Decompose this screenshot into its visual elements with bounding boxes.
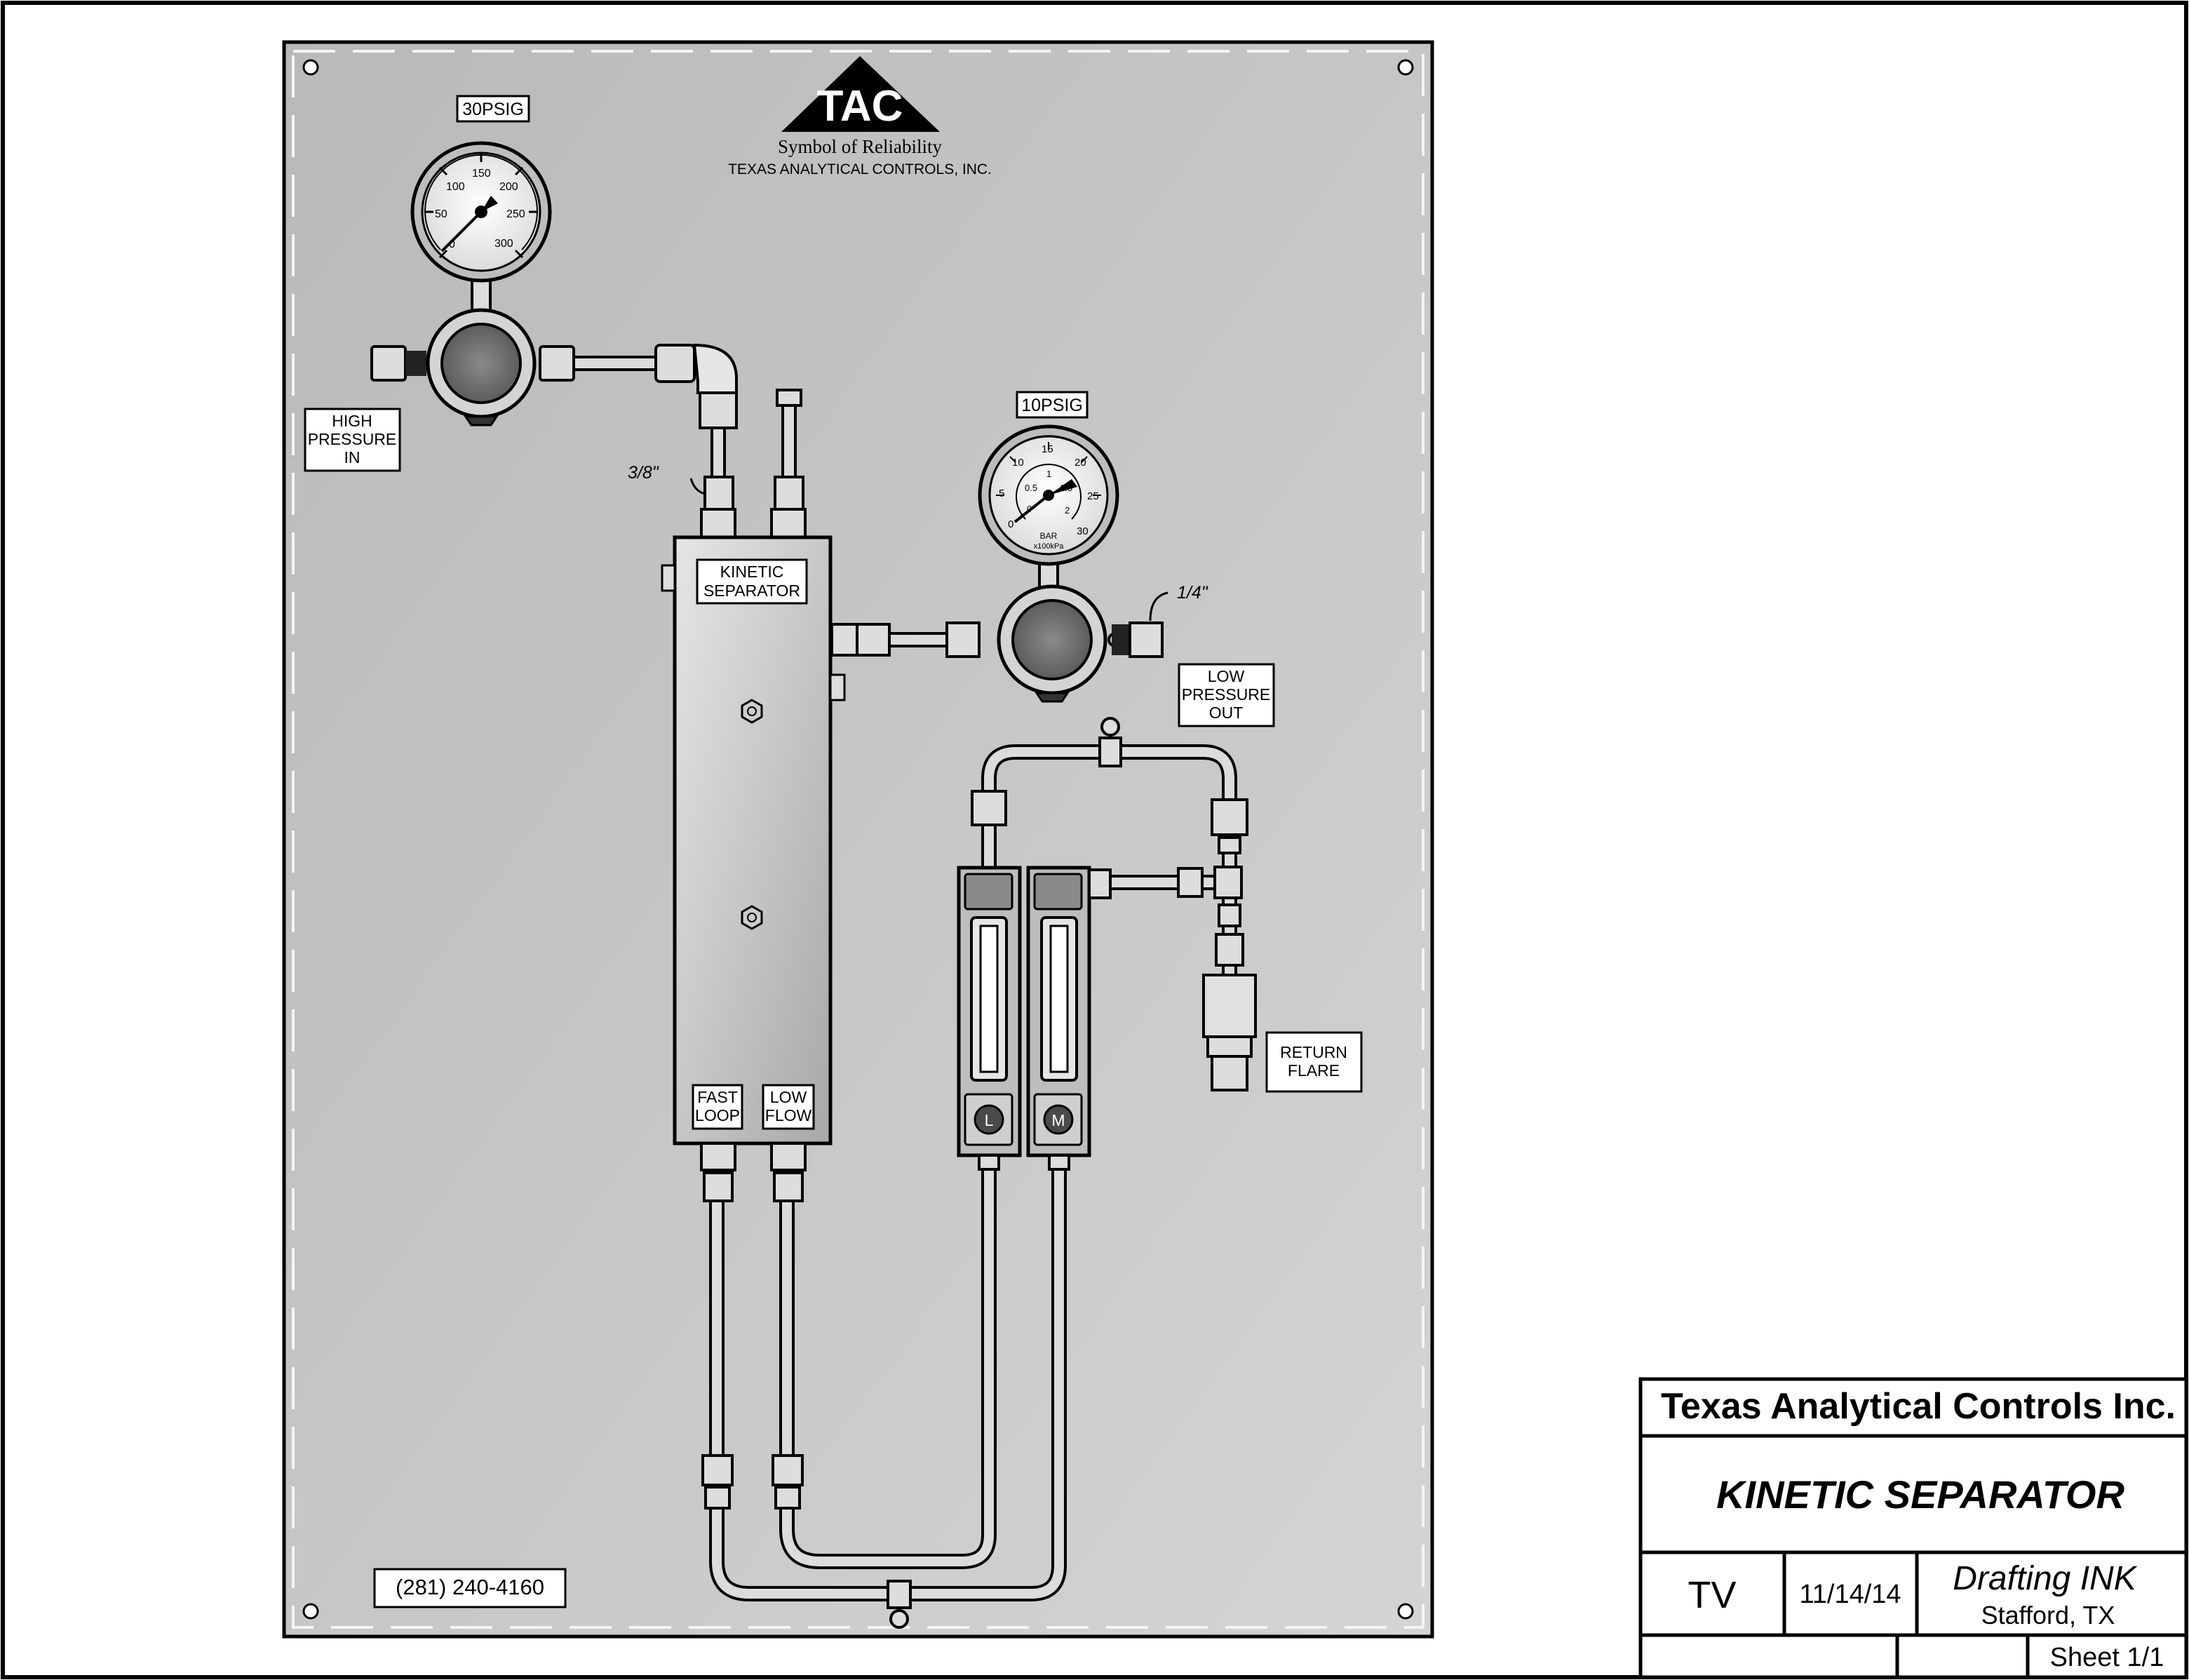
flowmeter-letter: M — [1051, 1111, 1065, 1129]
low-pressure-out-label: LOW — [1208, 667, 1245, 685]
gauge-unit: BAR — [1040, 531, 1058, 541]
gauge-tick: 50 — [435, 208, 447, 220]
sheet-number: Sheet 1/1 — [2050, 1643, 2164, 1672]
logo-letters: TAC — [817, 82, 903, 130]
gauge-tick: 250 — [506, 208, 525, 220]
tube-size-label: 1/4" — [1177, 583, 1208, 603]
drawing-date: 11/14/14 — [1799, 1580, 1901, 1609]
return-flare-valve: RETURN FLARE — [1202, 933, 1363, 1093]
return-flare-label: RETURN — [1280, 1043, 1347, 1061]
gauge-tick: 0 — [1008, 518, 1013, 530]
low-pressure-gauge: 0 5 10 15 20 25 30 0 0.5 1 1.5 2 BAR x10… — [978, 391, 1119, 596]
flowmeter-letter: L — [985, 1111, 994, 1129]
high-pressure-gauge: 0 50 100 150 200 250 300 30PSIG — [410, 95, 552, 314]
low-pressure-out-label: OUT — [1209, 704, 1244, 722]
gauge-tick: 1 — [1046, 469, 1051, 479]
low-pressure-out-label: PRESSURE — [1182, 685, 1271, 704]
high-pressure-in-label: HIGH — [332, 412, 372, 430]
tube-size-label: 3/8" — [628, 463, 659, 483]
gauge-range-label: 30PSIG — [462, 100, 524, 119]
mounting-panel — [282, 40, 1434, 1639]
flowmeter-m: M — [1026, 866, 1112, 1171]
phone-plate: (281) 240-4160 — [373, 1568, 567, 1608]
hex-nut-icon — [741, 905, 763, 930]
gauge-tick: 20 — [1075, 457, 1086, 469]
gauge-tick: 10 — [1012, 457, 1024, 469]
drafter-location: Stafford, TX — [1981, 1601, 2115, 1629]
drawing-title: KINETIC SEPARATOR — [1716, 1472, 2124, 1517]
kinetic-separator-label: KINETIC — [720, 563, 784, 581]
gauge-unit: x100kPa — [1034, 542, 1065, 551]
kinetic-separator: KINETIC SEPARATOR FAST LOOP LOW FLOW — [661, 535, 846, 1510]
mount-hole-icon — [1397, 1603, 1414, 1620]
drawn-by: TV — [1688, 1574, 1736, 1616]
logo-company-line: TEXAS ANALYTICAL CONTROLS, INC. — [728, 161, 992, 177]
gauge-tick: 300 — [494, 238, 513, 250]
title-company: Texas Analytical Controls Inc. — [1661, 1386, 2176, 1427]
separator-inlet-fittings: 3/8" — [628, 389, 807, 539]
tac-logo: TAC Symbol of Reliability TEXAS ANALYTIC… — [728, 56, 992, 177]
high-pressure-in-label: PRESSURE — [308, 430, 397, 448]
gauge-tick: 150 — [472, 168, 491, 180]
gauge-tick: 100 — [446, 181, 465, 193]
gauge-tick: 15 — [1042, 443, 1053, 455]
drafter-name: Drafting INK — [1953, 1560, 2137, 1597]
phone-number: (281) 240-4160 — [396, 1575, 544, 1599]
gauge-tick: 0 — [449, 238, 455, 250]
gauge-range-label: 10PSIG — [1021, 396, 1083, 415]
gauge-tick: 5 — [999, 488, 1004, 499]
bottom-clamp — [887, 1580, 912, 1629]
mount-hole-icon — [1397, 59, 1414, 76]
gauge-tick: 25 — [1087, 490, 1099, 502]
gauge-tick: 30 — [1077, 525, 1089, 537]
loop-fittings — [971, 717, 1248, 927]
high-pressure-in-label: IN — [344, 448, 361, 466]
logo-tagline: Symbol of Reliability — [778, 136, 942, 157]
flowmeter-l: L — [957, 866, 1022, 1171]
gauge-tick: 2 — [1065, 505, 1070, 516]
mount-hole-icon — [302, 1603, 319, 1620]
high-pressure-regulator: HIGH PRESSURE IN — [304, 308, 738, 472]
low-flow-label: LOW — [770, 1088, 807, 1106]
low-flow-label: FLOW — [765, 1106, 812, 1124]
return-flare-label: FLARE — [1288, 1061, 1340, 1080]
hex-nut-icon — [741, 699, 763, 724]
mount-hole-icon — [302, 59, 319, 76]
fast-loop-label: LOOP — [695, 1106, 740, 1124]
title-block: Texas Analytical Controls Inc. KINETIC S… — [1638, 1377, 2188, 1679]
gauge-tick: 200 — [499, 181, 518, 193]
gauge-tick: 0.5 — [1025, 483, 1037, 493]
kinetic-separator-label: SEPARATOR — [703, 582, 800, 600]
low-pressure-regulator: 1/4" LOW PRESSURE OUT — [830, 583, 1275, 727]
fast-loop-label: FAST — [697, 1088, 738, 1106]
